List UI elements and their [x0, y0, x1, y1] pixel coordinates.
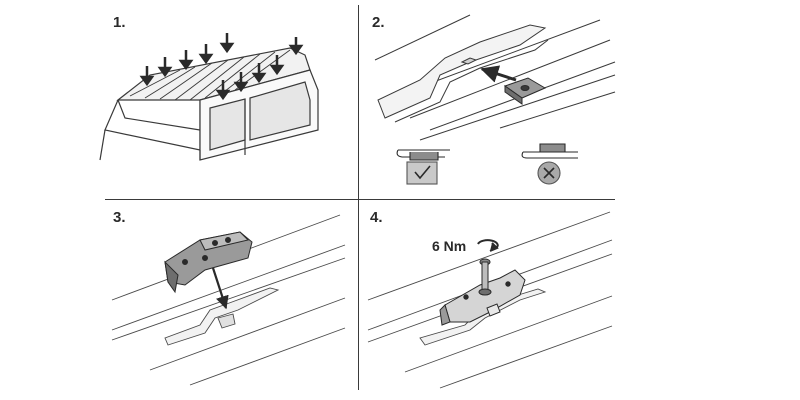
correct-orientation	[396, 149, 450, 185]
roof-foot	[164, 231, 253, 294]
roof-arrow	[198, 44, 214, 65]
step-4-number: 4.	[370, 209, 383, 226]
mounted-foot	[439, 269, 526, 326]
step-1-number: 1.	[113, 14, 126, 31]
step-3-number: 3.	[113, 209, 126, 226]
rotation-arrow-icon	[477, 239, 499, 252]
roof-arrow	[215, 80, 231, 101]
roof-arrow	[178, 50, 194, 71]
bolt	[478, 258, 492, 296]
insert-arrow	[480, 65, 517, 83]
step-2-number: 2.	[372, 14, 385, 31]
roof-arrow	[269, 55, 285, 76]
placement-arrow	[211, 267, 229, 310]
torque-label: 6 Nm	[432, 238, 467, 254]
clip-nut	[503, 77, 547, 105]
checkmark-icon	[414, 165, 431, 180]
roof-arrow	[233, 72, 249, 93]
vertical-divider	[358, 5, 359, 390]
rail-section-step2	[374, 14, 616, 141]
roof-arrow	[157, 57, 173, 78]
van-illustration	[99, 47, 319, 161]
roof-arrow	[139, 66, 155, 87]
x-icon	[543, 167, 555, 179]
roof-arrows	[139, 33, 304, 101]
incorrect-orientation	[521, 143, 578, 185]
horizontal-divider	[105, 199, 615, 200]
roof-arrow	[288, 37, 304, 56]
rail-section-step3	[111, 214, 346, 386]
roof-arrow	[251, 63, 267, 84]
roof-arrow	[219, 33, 235, 54]
